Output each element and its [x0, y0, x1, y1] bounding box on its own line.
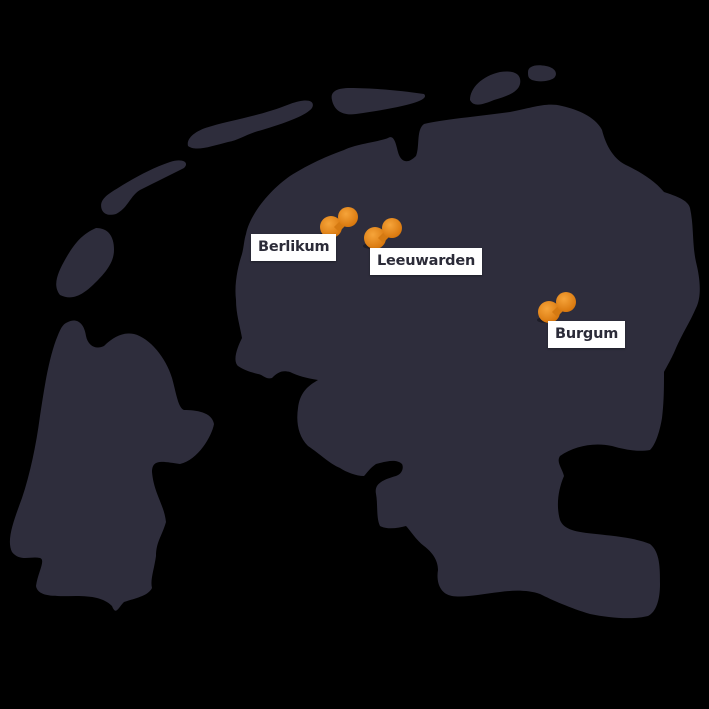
pin-berlikum[interactable] [314, 205, 360, 245]
pin-leeuwarden[interactable] [358, 216, 404, 256]
region-friesland [235, 104, 700, 619]
pushpin-icon [363, 218, 402, 249]
island-schiermonnikoog [470, 71, 521, 105]
label-leeuwarden[interactable]: Leeuwarden [370, 248, 483, 275]
pushpin-icon [319, 207, 358, 238]
label-berlikum[interactable]: Berlikum [251, 234, 337, 261]
island-ameland [331, 88, 426, 115]
label-burgum[interactable]: Burgum [548, 321, 626, 348]
island-vlieland [56, 228, 114, 298]
region-noord-holland [9, 320, 215, 611]
island-rottumeroog [528, 65, 556, 82]
island-terschelling [187, 100, 313, 149]
island-terschelling-west [101, 160, 187, 215]
